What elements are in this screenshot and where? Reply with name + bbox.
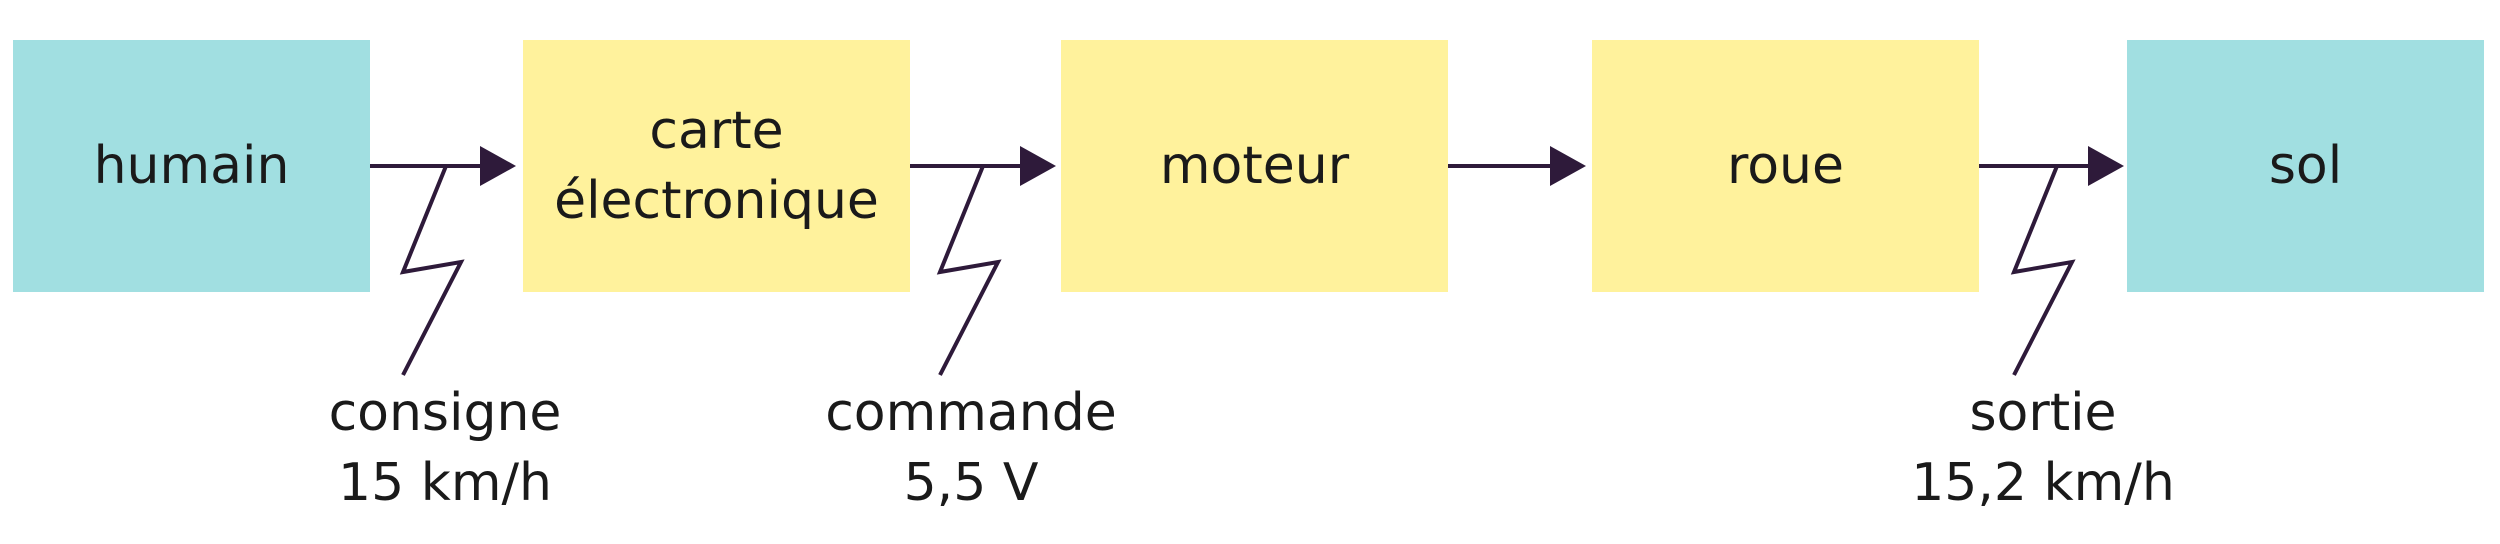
signal-consigne-value: 15 km/h xyxy=(338,453,552,513)
leader-sortie xyxy=(2010,165,2076,376)
block-sol: sol xyxy=(2127,40,2484,292)
block-carte-electronique: carte électronique xyxy=(523,40,910,292)
block-moteur: moteur xyxy=(1061,40,1448,292)
leader-consigne xyxy=(399,165,465,376)
arrow-roue-to-sol xyxy=(1979,146,2124,186)
signal-consigne: consigne 15 km/h xyxy=(265,378,625,518)
leader-commande xyxy=(936,165,1002,376)
block-humain: humain xyxy=(13,40,370,292)
block-moteur-label: moteur xyxy=(1159,136,1350,196)
signal-commande: commande 5,5 V xyxy=(791,378,1151,518)
block-carte-electronique-label: carte électronique xyxy=(554,101,879,231)
block-roue-label: roue xyxy=(1727,136,1844,196)
block-humain-label: humain xyxy=(93,136,290,196)
signal-sortie: sortie 15,2 km/h xyxy=(1863,378,2223,518)
signal-sortie-name: sortie xyxy=(1969,383,2117,443)
arrow-moteur-to-roue xyxy=(1448,146,1586,186)
signal-sortie-value: 15,2 km/h xyxy=(1911,453,2175,513)
block-sol-label: sol xyxy=(2268,136,2343,196)
signal-commande-value: 5,5 V xyxy=(903,453,1039,513)
arrow-carte-to-moteur xyxy=(910,146,1056,186)
signal-consigne-name: consigne xyxy=(328,383,562,443)
signal-commande-name: commande xyxy=(825,383,1117,443)
arrow-humain-to-carte xyxy=(370,146,516,186)
block-roue: roue xyxy=(1592,40,1979,292)
